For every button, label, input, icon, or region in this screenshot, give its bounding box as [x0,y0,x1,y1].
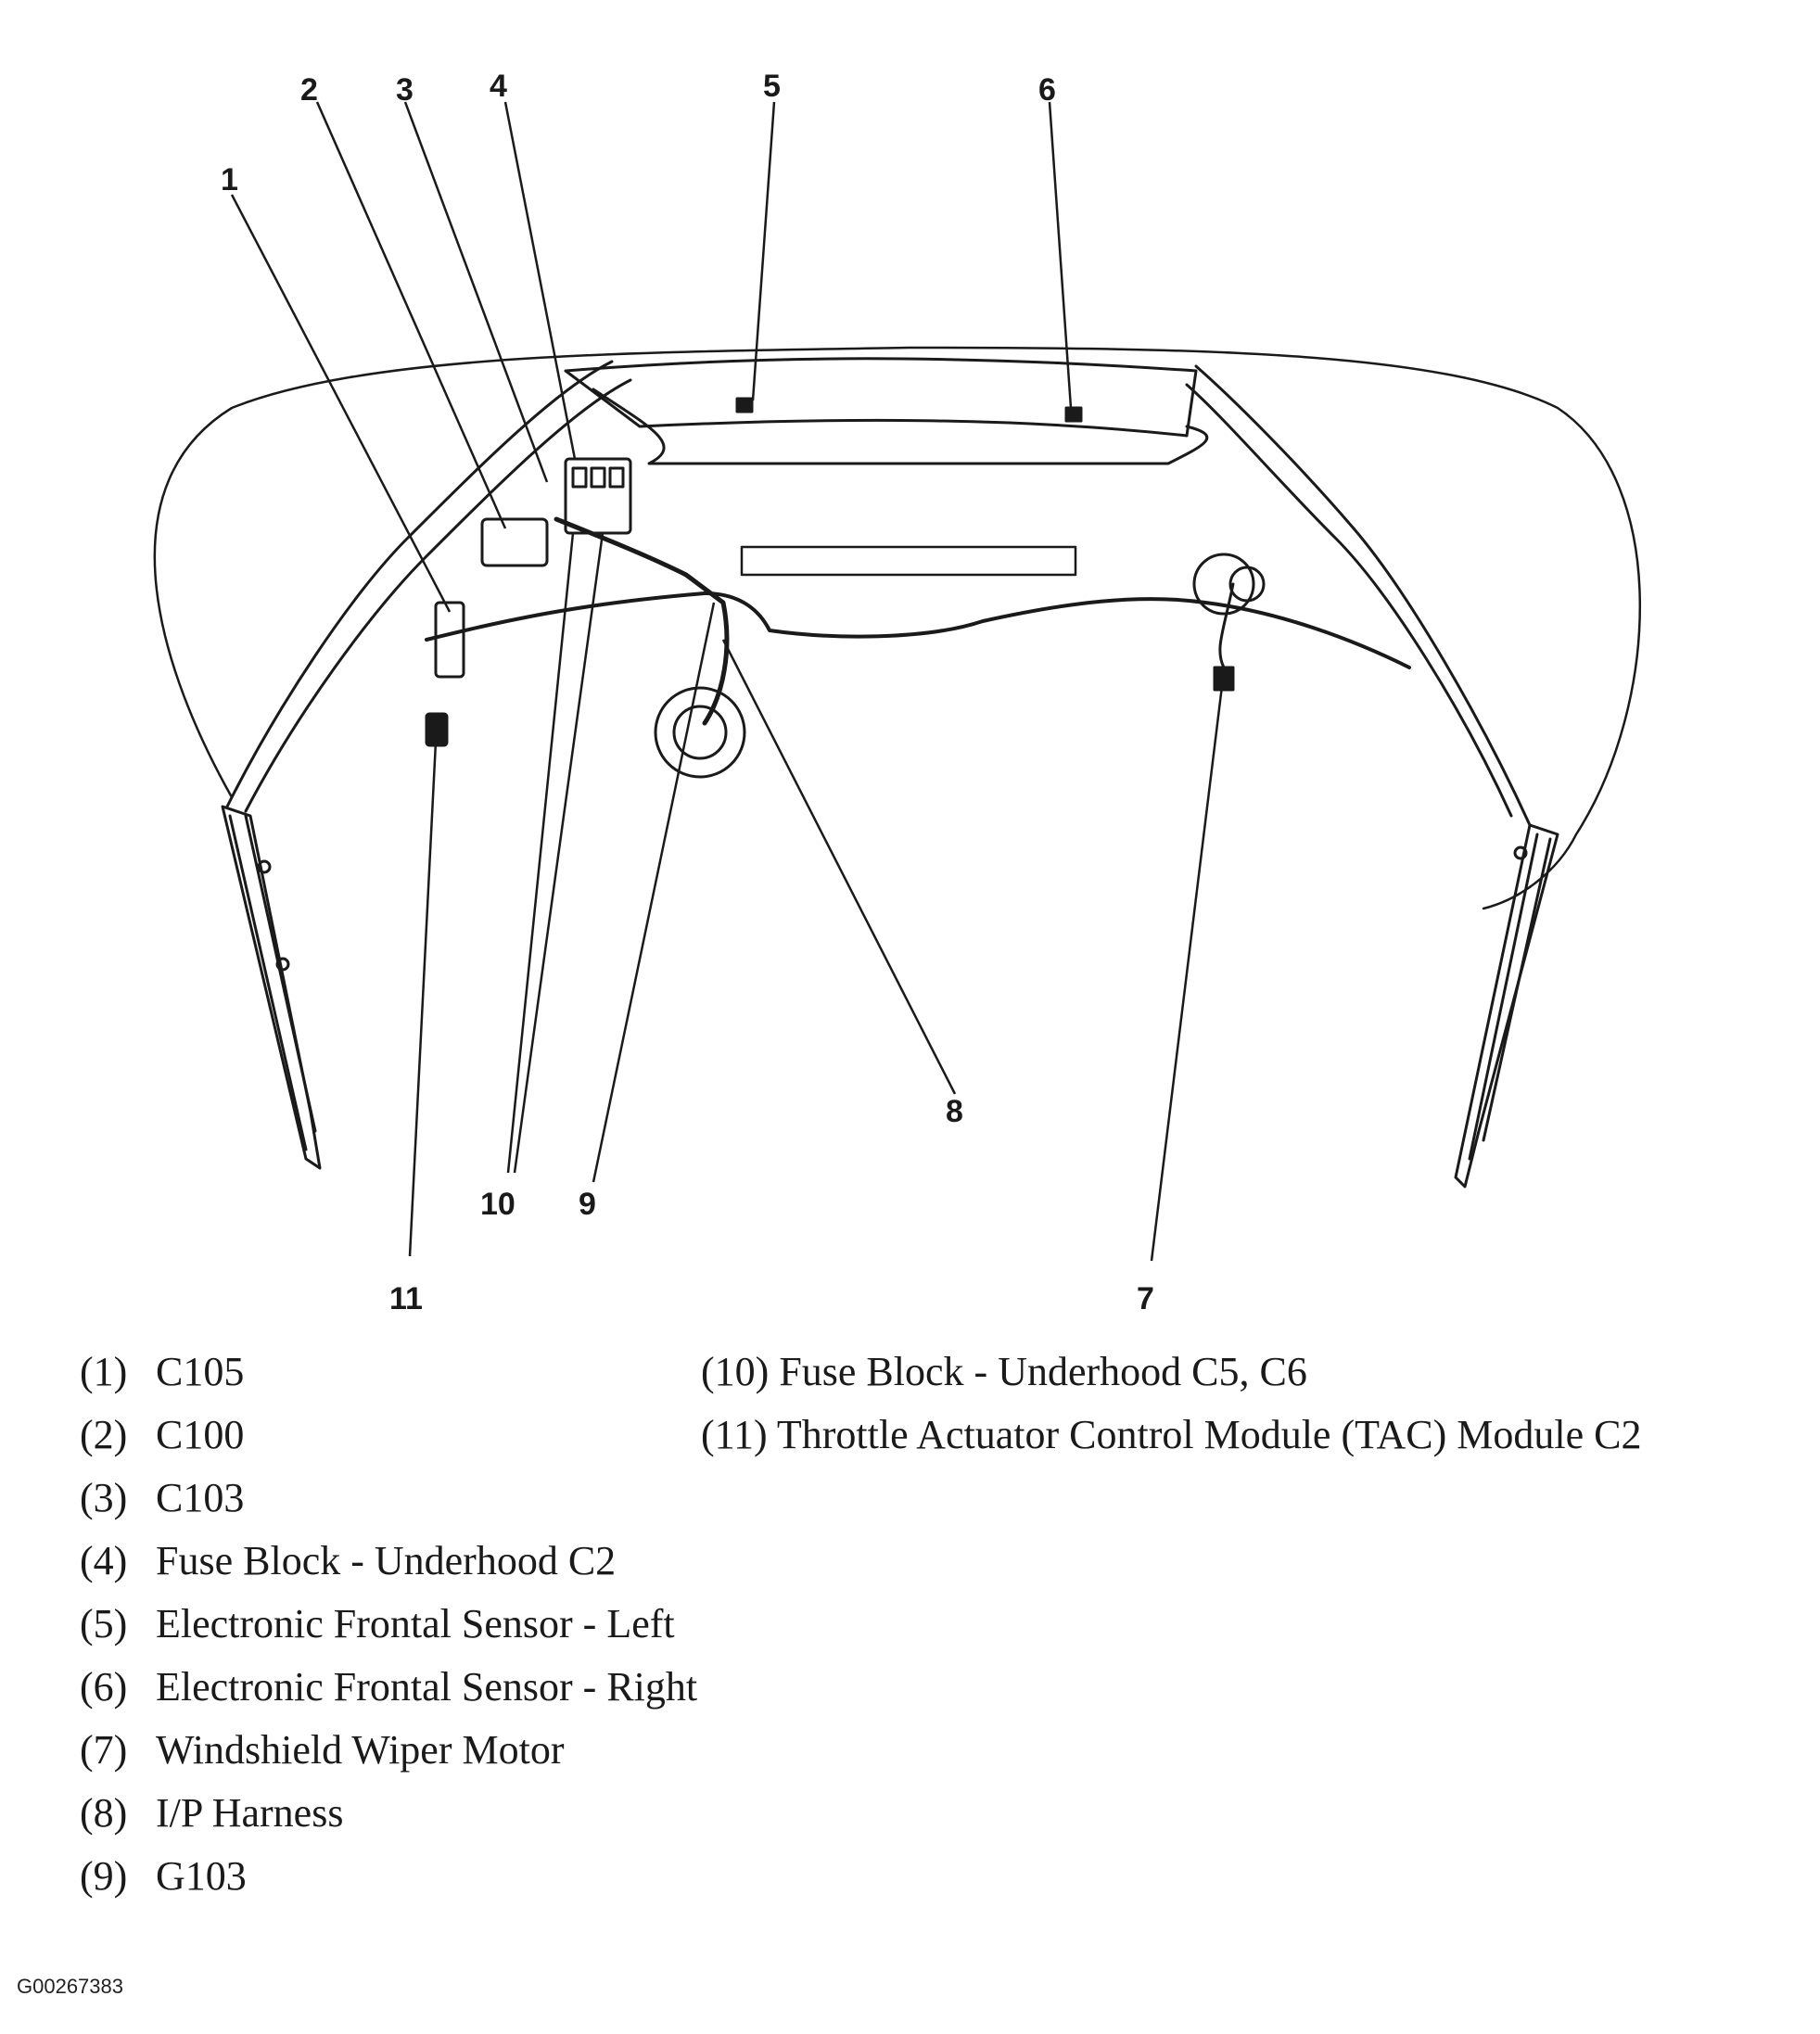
legend-item: (2)C100 [80,1412,245,1457]
leader-lines [230,101,1224,1262]
left-fender [221,805,322,1170]
legend-item: (6)Electronic Frontal Sensor - Right [80,1664,698,1710]
harness-channel [740,545,1077,577]
tac-connector [425,712,449,747]
wiper-motor-connector [1213,666,1235,692]
callout-5: 5 [763,69,781,104]
wiper-grommet [1192,553,1255,616]
callout-1: 1 [221,162,238,197]
main-harness [425,591,1411,669]
wiring-harness-diagram: 1 2 3 4 5 6 7 8 9 10 11 [153,69,1641,1316]
figure-id: G00267383 [17,1975,123,1998]
legend-item: (1)C105 [80,1349,245,1394]
ground-grommet [654,686,746,779]
legend-item: (3)C103 [80,1475,245,1520]
callout-11: 11 [389,1281,423,1316]
callout-10: 10 [480,1187,515,1222]
engine-compartment-illustration: 1 2 3 4 5 6 7 8 9 10 11 [153,69,1641,1316]
connector-c100 [480,517,549,567]
legend-item: (5)Electronic Frontal Sensor - Left [80,1601,675,1646]
callout-8: 8 [946,1094,963,1129]
legend-item: (8)I/P Harness [80,1790,344,1836]
cowl [564,357,1198,438]
legend-item: (11) Throttle Actuator Control Module (T… [701,1412,1642,1457]
callout-2: 2 [300,72,318,108]
callout-9: 9 [579,1187,596,1222]
fuse-block-underhood [564,457,632,535]
connector-c105 [434,601,465,679]
callout-labels: 1 2 3 4 5 6 7 8 9 10 11 [221,69,1154,1316]
callout-6: 6 [1038,72,1056,108]
callout-4: 4 [490,69,507,104]
legend-item: (7)Windshield Wiper Motor [80,1727,565,1773]
callout-7: 7 [1137,1281,1154,1316]
legend-item: (10) Fuse Block - Underhood C5, C6 [701,1349,1307,1394]
hood-outline [153,346,1641,910]
frontal-sensor-left [735,397,754,413]
legend-item: (9)G103 [80,1853,247,1899]
right-fender [1454,823,1559,1189]
frontal-sensor-right [1064,406,1083,423]
legend-item: (4)Fuse Block - Underhood C2 [80,1538,617,1583]
callout-3: 3 [396,72,414,108]
